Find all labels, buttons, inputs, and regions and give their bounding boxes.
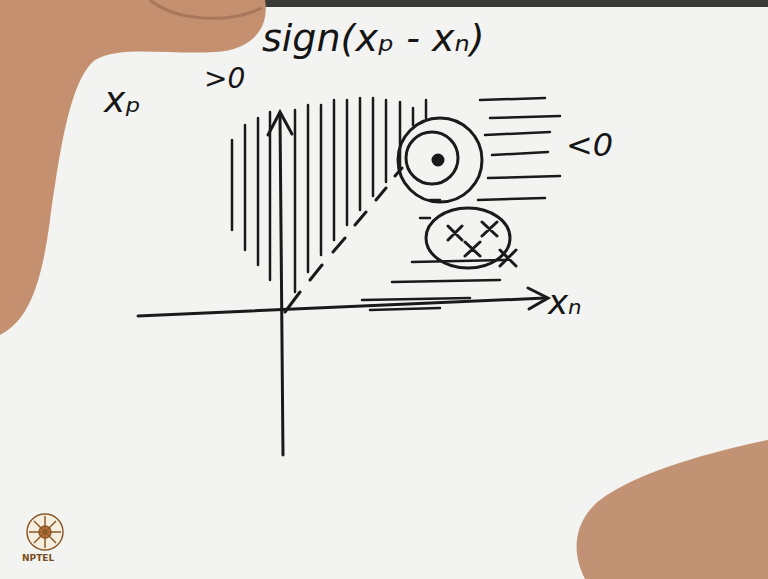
nptel-logo xyxy=(27,514,63,550)
region-label: <0 xyxy=(566,128,613,163)
region-label: >0 xyxy=(204,64,245,95)
logo-text: NPTEL xyxy=(22,554,54,564)
formula-label: sign(xₚ - xₙ) xyxy=(262,18,485,60)
axis-label: xₙ xyxy=(548,284,582,321)
axis-label: xₚ xyxy=(104,80,141,120)
